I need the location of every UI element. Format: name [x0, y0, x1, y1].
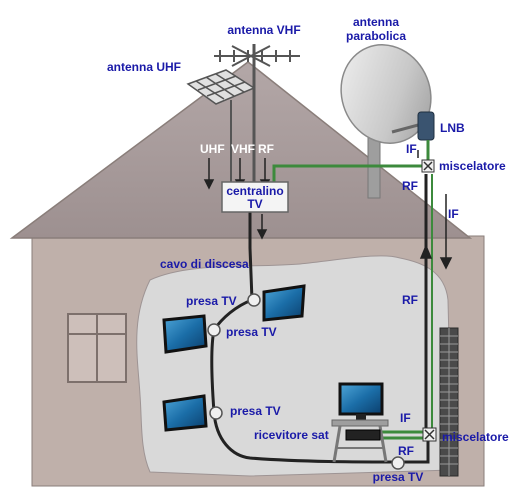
label-lnb: LNB — [440, 121, 465, 135]
roof — [9, 61, 473, 239]
wall-grating — [439, 327, 459, 477]
label-antenna-vhf: antenna VHF — [227, 23, 300, 37]
label-miscelatore-top: miscelatore — [439, 159, 506, 173]
label-rf-top: RF — [258, 142, 274, 156]
tv-sockets — [207, 293, 405, 470]
signal-arrows — [203, 150, 453, 320]
vhf-antenna — [214, 45, 300, 67]
tv-set-1 — [262, 284, 306, 322]
label-cavo-discesa: cavo di discesa — [160, 257, 249, 271]
label-if-right: IF — [448, 207, 459, 221]
tv-socket-1 — [247, 293, 261, 307]
label-if-top: IF — [406, 142, 417, 156]
centralino-label-2: TV — [247, 197, 262, 211]
label-rf-mid: RF — [402, 293, 418, 307]
uhf-antenna — [186, 69, 256, 105]
drop-cable — [248, 208, 254, 301]
label-uhf: UHF — [200, 142, 225, 156]
satellite-receiver — [345, 429, 381, 441]
label-ricevitore-sat: ricevitore sat — [254, 428, 329, 442]
label-presa-tv-3: presa TV — [230, 404, 281, 418]
label-antenna-parabolica-1: antenna — [353, 15, 399, 29]
label-presa-tv-1: presa TV — [186, 294, 237, 308]
label-rf-roof: RF — [402, 179, 418, 193]
tv-set-4 — [338, 382, 384, 420]
mixer-bottom — [422, 427, 437, 442]
label-antenna-uhf: antenna UHF — [107, 60, 181, 74]
centralino-label-1: centralino — [226, 184, 283, 198]
tv-set-3 — [162, 394, 208, 432]
lnb-icon — [417, 111, 435, 141]
mixer-top — [421, 159, 435, 173]
window — [67, 313, 127, 383]
satellite-dish — [340, 44, 435, 199]
centralino-tv: centralino TV — [221, 181, 289, 213]
tv-socket-4 — [391, 456, 405, 470]
receiver-table — [331, 419, 389, 463]
tv-set-2 — [162, 314, 208, 354]
label-vhf: VHF — [231, 142, 255, 156]
label-rf-bottom: RF — [398, 444, 414, 458]
house — [9, 61, 485, 487]
label-antenna-parabolica-2: parabolica — [346, 29, 406, 43]
label-presa-tv-4: presa TV — [373, 470, 424, 484]
tv-socket-3 — [209, 406, 223, 420]
dish-reflector — [340, 44, 432, 144]
if-cable-top — [272, 164, 422, 186]
tv-socket-2 — [207, 323, 221, 337]
label-miscelatore-bottom: miscelatore — [442, 430, 509, 444]
label-if-bottom: IF — [400, 411, 411, 425]
label-presa-tv-2: presa TV — [226, 325, 277, 339]
